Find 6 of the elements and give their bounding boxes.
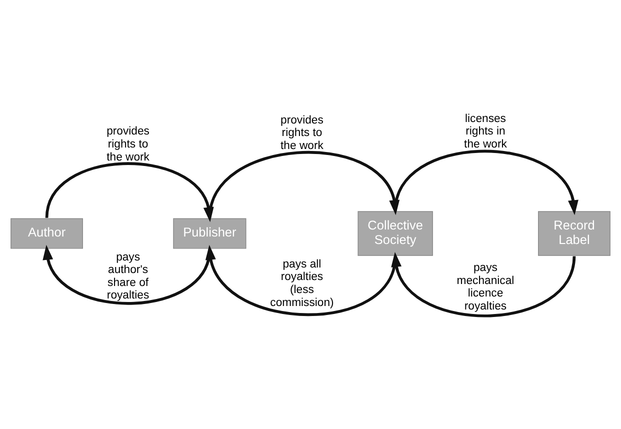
edge-label: pays mechanical licence royalties [456, 262, 514, 312]
edge-label: pays all royalties (less commission) [270, 258, 334, 309]
edge-label: provides rights to the work [106, 126, 150, 164]
edge-label: licenses rights in the work [464, 112, 507, 150]
edge-label: provides rights to the work [280, 114, 324, 152]
edge-label: pays author's share of royalties [106, 251, 150, 302]
